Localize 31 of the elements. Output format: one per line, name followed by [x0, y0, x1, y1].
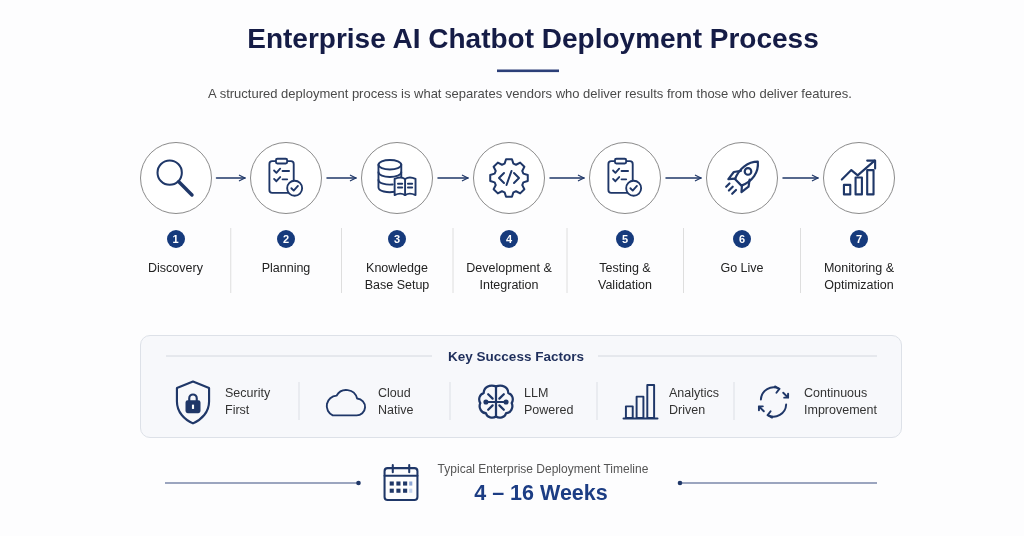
step-label: Testing & Validation	[597, 260, 653, 294]
panel-heading: Key Success Factors	[448, 348, 584, 365]
step-number-badge: 7	[850, 230, 868, 248]
factor-label: Cloud Native	[378, 385, 414, 419]
flow-arrow	[215, 174, 246, 182]
timeline-duration: 4 – 16 Weeks	[474, 481, 608, 506]
subtitle: A structured deployment process is what separates vendors who deliver results from those who deliver features.	[208, 86, 852, 101]
step-number-badge: 3	[388, 230, 406, 248]
step-label: Go Live	[720, 260, 764, 277]
flow-arrow	[437, 174, 469, 182]
flow-arrow	[782, 174, 819, 182]
flow-arrow	[549, 174, 585, 182]
success-factors-panel	[140, 335, 902, 438]
title: Enterprise AI Chatbot Deployment Process	[247, 22, 819, 56]
flow-arrow	[326, 174, 357, 182]
factor-label: Analytics Driven	[669, 385, 720, 419]
step-number-badge: 4	[500, 230, 518, 248]
step-number-badge: 2	[277, 230, 295, 248]
step-number-badge: 1	[166, 230, 185, 248]
step-number-badge: 5	[616, 230, 634, 248]
step-label: Knowledge Base Setup	[363, 260, 431, 294]
step-label: Planning	[261, 260, 311, 277]
step-label: Discovery	[148, 260, 203, 277]
step-label: Monitoring & Optimization	[822, 260, 896, 294]
step-number-badge: 6	[733, 230, 751, 248]
factor-label: LLM Powered	[524, 385, 574, 419]
factor-label: Security First	[225, 385, 271, 419]
flow-arrow	[665, 174, 702, 182]
step-label: Development & Integration	[465, 260, 553, 294]
factor-label: Continuous Improvement	[804, 385, 877, 419]
timeline-caption: Typical Enterprise Deployment Timeline	[437, 462, 649, 476]
